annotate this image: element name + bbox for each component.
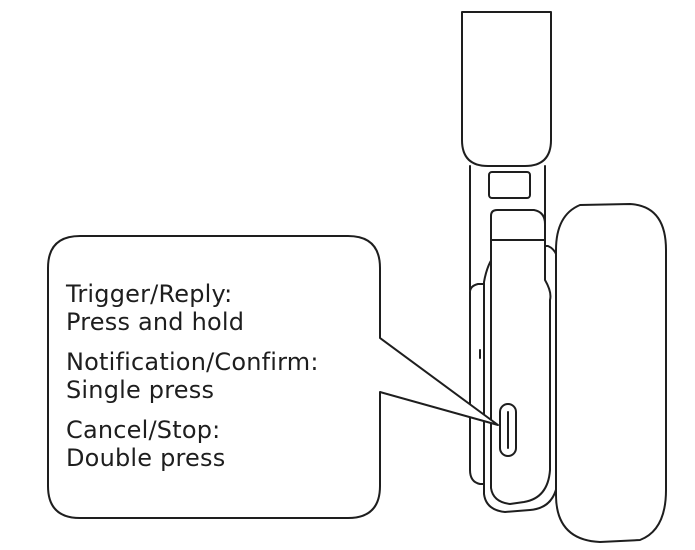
callout-text: Trigger/Reply: Press and hold Notificati… [66, 280, 366, 484]
instruction-gesture: Press and hold [66, 308, 245, 336]
instruction-action: Notification/Confirm: [66, 348, 319, 376]
headband-slider-block [488, 171, 531, 199]
ear-cushion [555, 203, 667, 543]
instruction-gesture: Double press [66, 444, 226, 472]
instruction-action: Cancel/Stop: [66, 416, 221, 444]
instruction-action: Trigger/Reply: [66, 280, 233, 308]
instruction-gesture: Single press [66, 376, 215, 404]
ear-cup-ring [469, 283, 485, 485]
headband-top [461, 11, 552, 167]
instruction-notification-confirm: Notification/Confirm: Single press [66, 348, 366, 404]
ear-cup-body [490, 209, 552, 505]
instruction-cancel-stop: Cancel/Stop: Double press [66, 416, 366, 472]
instruction-trigger-reply: Trigger/Reply: Press and hold [66, 280, 366, 336]
callout-bubble [47, 235, 499, 519]
